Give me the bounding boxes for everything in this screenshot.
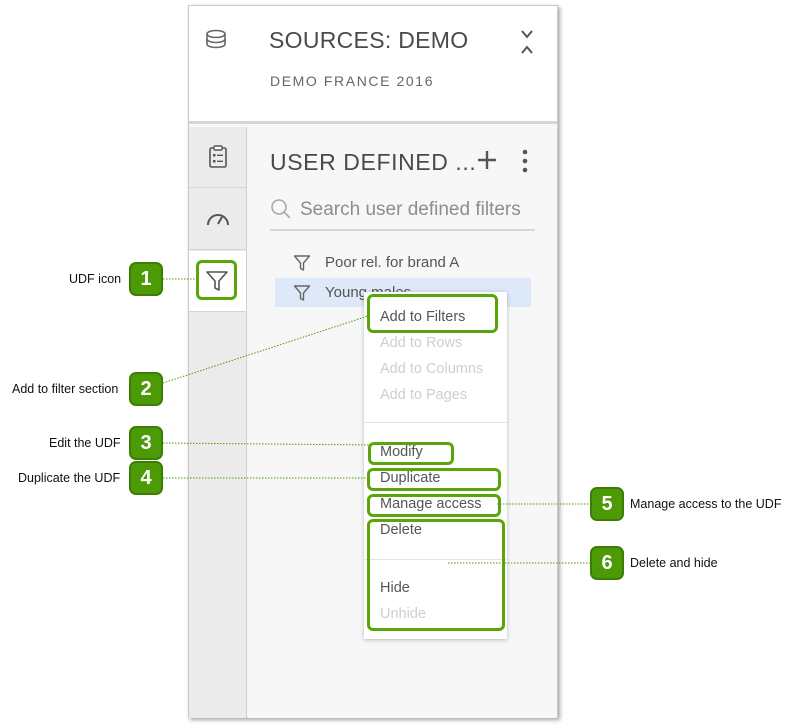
menu-item-add-to-filters[interactable]: Add to Filters — [380, 309, 466, 325]
gauge-icon — [206, 214, 229, 226]
add-icon[interactable] — [476, 149, 498, 171]
highlight-duplicate — [367, 468, 501, 491]
highlight-manage-access — [367, 494, 501, 517]
callout-badge-2: 2 — [129, 372, 163, 406]
menu-item-hide[interactable]: Hide — [380, 580, 410, 596]
menu-item-duplicate[interactable]: Duplicate — [380, 470, 441, 486]
sources-title: SOURCES: DEMO — [269, 27, 469, 53]
tab-gauge[interactable] — [189, 189, 246, 250]
callout-label-3: Edit the UDF — [49, 436, 121, 450]
highlight-modify — [368, 442, 454, 465]
panel-header: SOURCES: DEMO DEMO FRANCE 2016 — [189, 6, 557, 124]
side-tabs — [189, 127, 247, 718]
callout-badge-3: 3 — [129, 426, 163, 460]
menu-item-unhide[interactable]: Unhide — [380, 606, 426, 622]
udf-item-label: Poor rel. for brand A — [325, 254, 460, 271]
collapse-icon[interactable] — [519, 28, 535, 58]
callout-badge-4: 4 — [129, 461, 163, 495]
callout-label-2: Add to filter section — [12, 382, 119, 396]
udf-context-menu: Add to Filters Add to Rows Add to Column… — [364, 292, 507, 639]
menu-item-add-to-columns[interactable]: Add to Columns — [380, 361, 484, 377]
callout-label-4: Duplicate the UDF — [18, 471, 121, 485]
sources-subtitle: DEMO FRANCE 2016 — [270, 73, 435, 89]
more-options-icon[interactable] — [518, 148, 532, 174]
udf-search — [270, 193, 535, 231]
menu-item-add-to-pages[interactable]: Add to Pages — [380, 387, 468, 403]
menu-divider — [364, 422, 507, 423]
udf-title: USER DEFINED ... — [270, 149, 477, 175]
search-input[interactable] — [300, 195, 535, 225]
search-icon — [271, 199, 291, 219]
highlight-delete-hide — [367, 519, 505, 631]
menu-item-add-to-rows[interactable]: Add to Rows — [380, 335, 463, 351]
clipboard-icon — [208, 145, 227, 168]
callout-badge-6: 6 — [590, 546, 624, 580]
callout-badge-1: 1 — [129, 262, 163, 296]
highlight-add-to-filters — [367, 294, 498, 333]
callout-label-5: Manage access to the UDF — [630, 497, 782, 511]
filter-icon — [293, 254, 311, 271]
callout-badge-5: 5 — [590, 487, 624, 521]
menu-divider — [364, 559, 507, 560]
filter-icon — [293, 284, 311, 301]
menu-item-delete[interactable]: Delete — [380, 522, 422, 538]
menu-item-modify[interactable]: Modify — [380, 444, 423, 460]
tab-clipboard[interactable] — [189, 127, 246, 188]
udf-list-item[interactable]: Poor rel. for brand A — [275, 248, 531, 277]
callout-label-1: UDF icon — [69, 272, 122, 286]
filter-icon — [206, 271, 228, 291]
highlight-udf-icon — [196, 260, 237, 300]
database-icon — [206, 29, 226, 49]
callout-label-6: Delete and hide — [630, 556, 718, 570]
menu-item-manage-access[interactable]: Manage access — [380, 496, 482, 512]
